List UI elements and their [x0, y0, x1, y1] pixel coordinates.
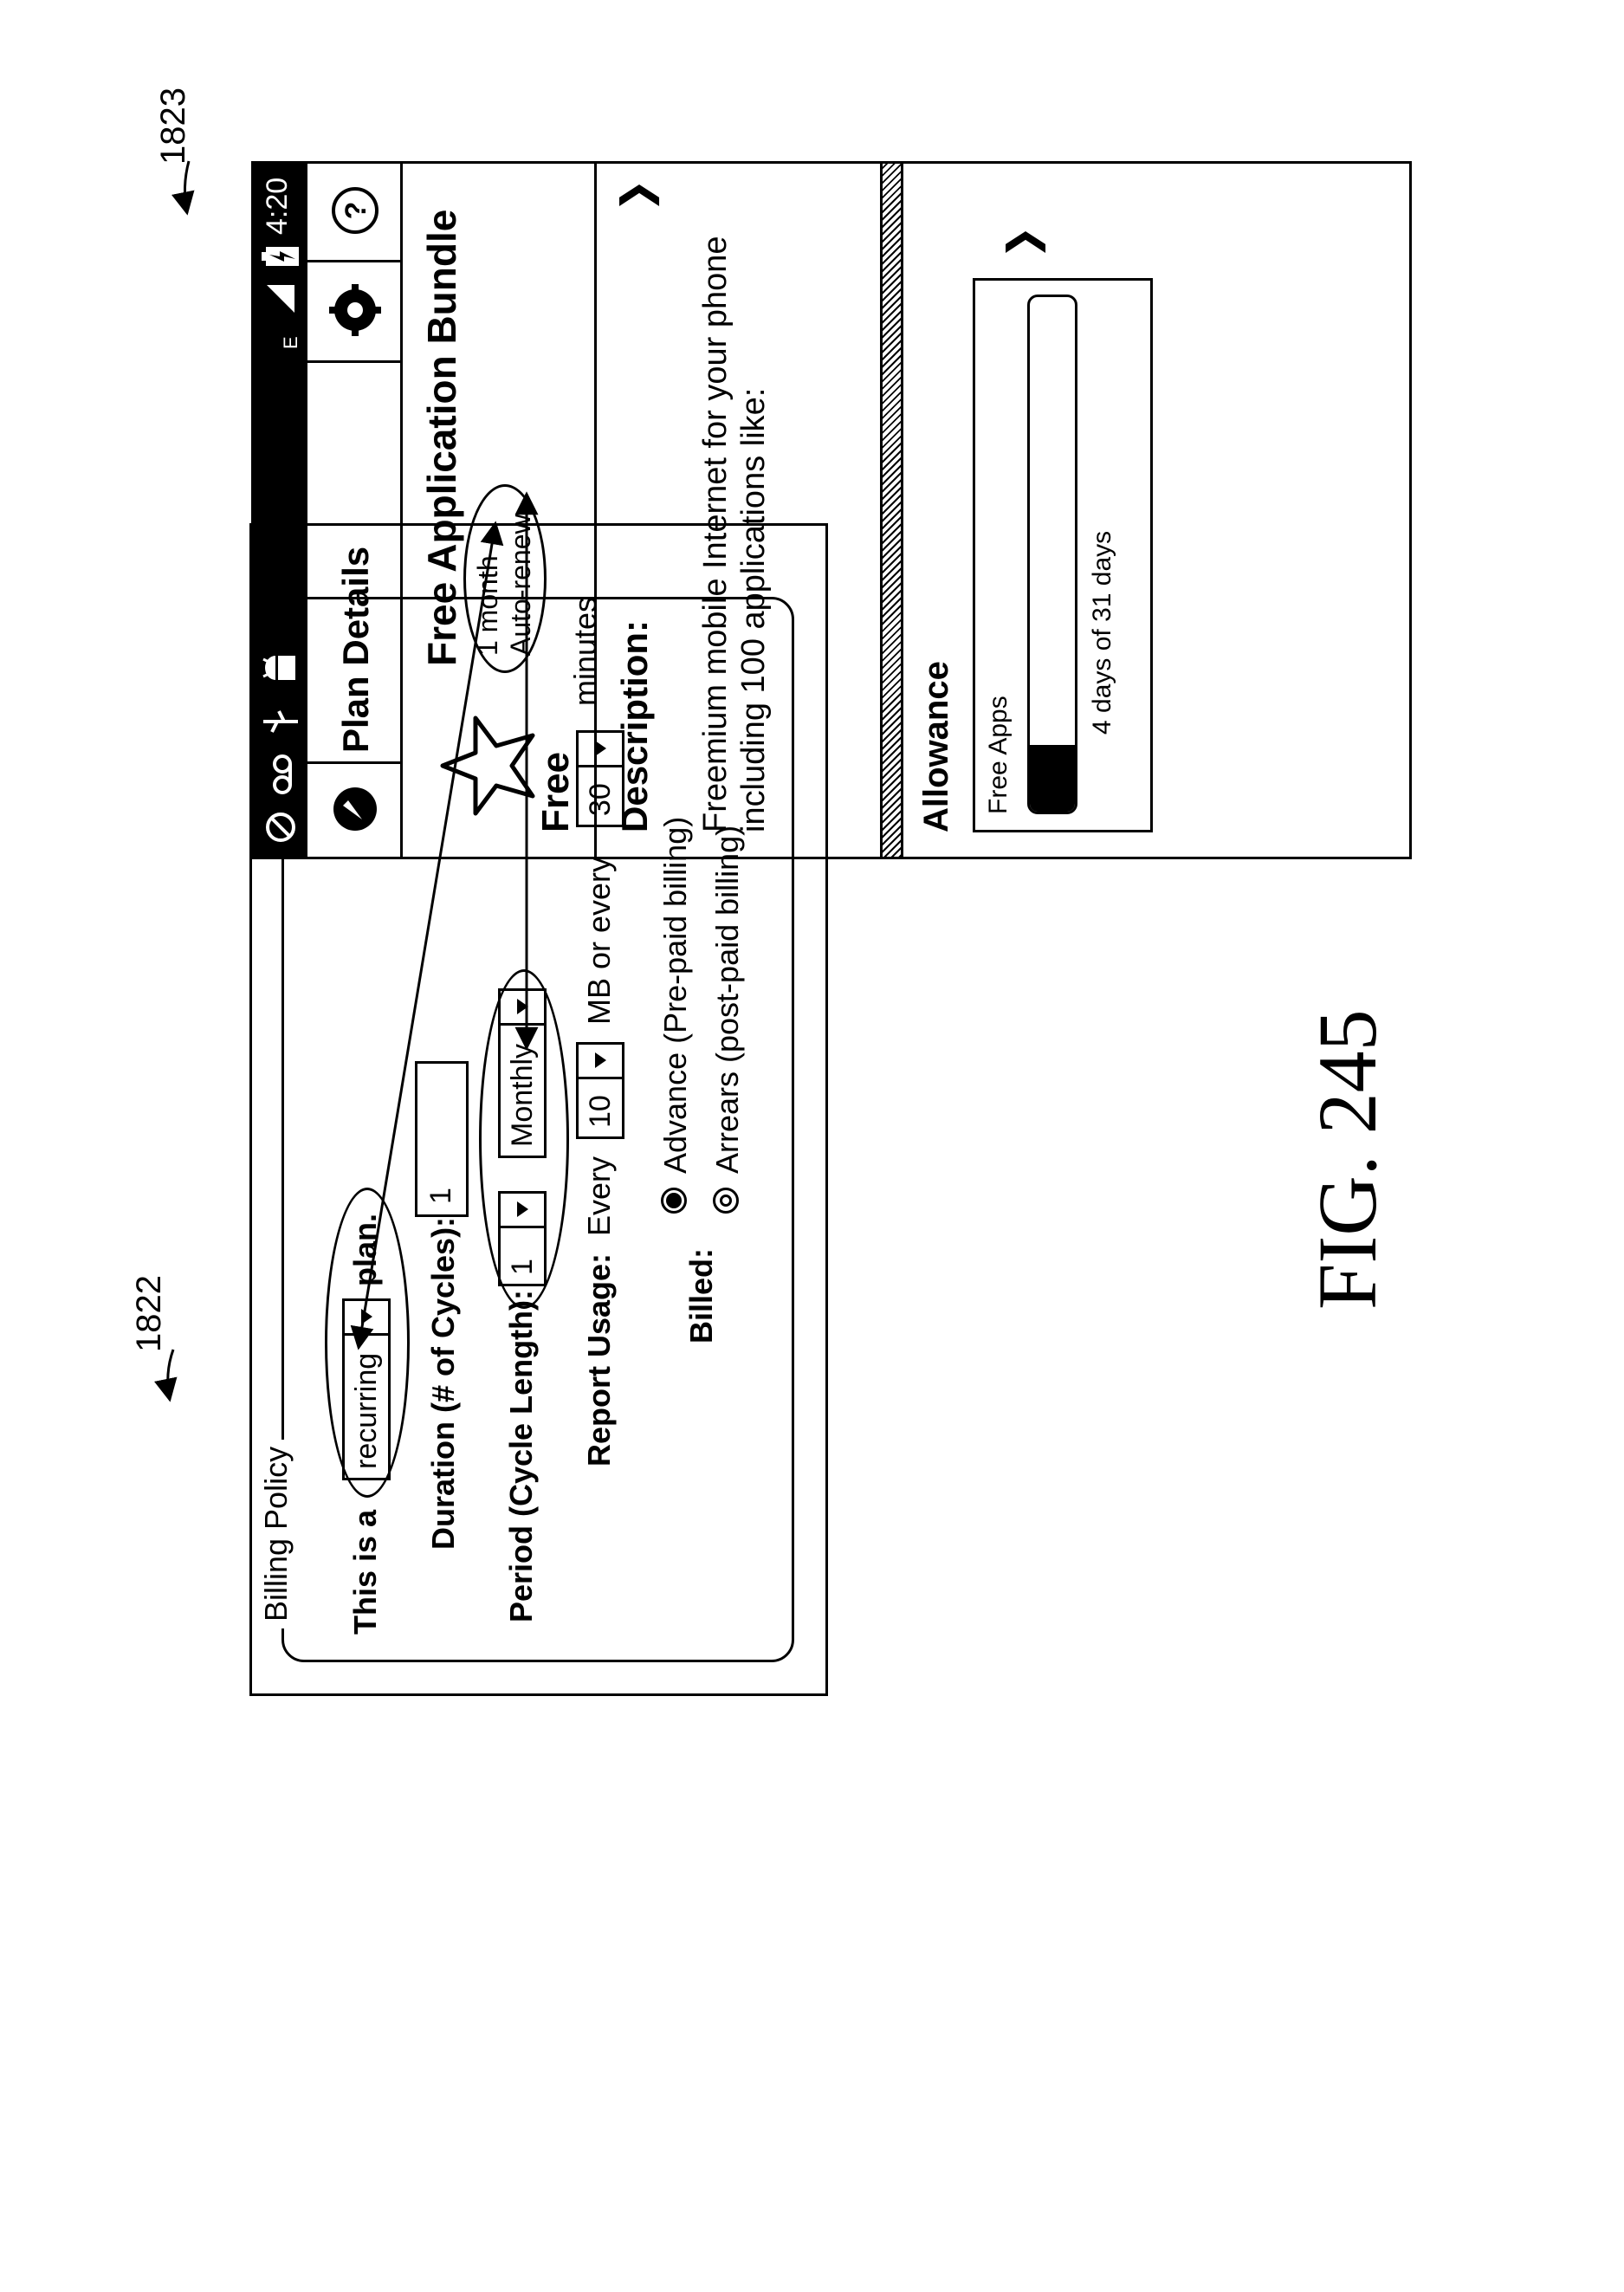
help-icon: ? — [332, 187, 379, 234]
gear-icon — [329, 284, 381, 336]
wifi-off-icon — [266, 813, 295, 842]
figure-label: FIG. 245 — [1301, 1009, 1394, 1310]
android-icon — [262, 656, 295, 680]
help-button[interactable]: ? — [307, 164, 400, 262]
help-glyph: ? — [340, 202, 372, 220]
ref-1823-leader — [171, 160, 195, 216]
settings-button[interactable] — [307, 262, 400, 363]
battery-charging-icon — [262, 247, 299, 266]
status-bar: E 4:20 — [254, 164, 307, 857]
usb-icon — [263, 710, 298, 733]
voicemail-icon — [273, 754, 292, 794]
signal-strength-icon — [267, 285, 294, 313]
plan-type-to-duration-arrow — [350, 521, 504, 1350]
ref-1822-leader — [154, 1349, 178, 1402]
